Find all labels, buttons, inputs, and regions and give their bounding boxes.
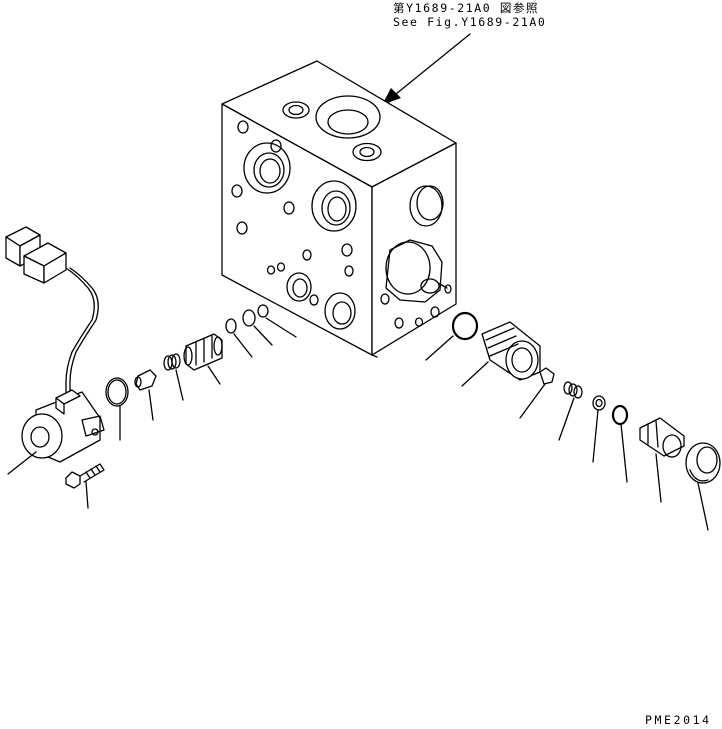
side-port-lower-left <box>286 272 312 302</box>
top-port-right <box>352 142 382 162</box>
solenoid <box>21 389 105 463</box>
right-face-plug <box>409 185 443 227</box>
washer-right <box>592 395 606 411</box>
side-port-upper-left <box>243 142 291 194</box>
spool-right <box>639 417 685 458</box>
o-ring-small-3 <box>257 304 269 318</box>
side-port-lower-right <box>324 292 356 330</box>
sleeve-right <box>481 321 541 381</box>
connector-with-harness <box>5 226 99 399</box>
figure-reference-english: See Fig.Y1689-21A0 <box>393 15 547 29</box>
valve-block <box>221 60 457 358</box>
o-ring-right-small <box>611 404 629 426</box>
o-ring-small-1 <box>225 318 237 334</box>
spool-left <box>183 333 223 371</box>
figure-reference-japanese: 第Y1689-21A0 図参照 <box>393 1 540 15</box>
top-port-small <box>282 101 310 119</box>
cap-right <box>685 442 721 484</box>
small-plug <box>134 369 157 391</box>
drawing-code: PME2014 <box>645 713 712 727</box>
reference-arrow <box>382 33 471 105</box>
valve-block-right-face <box>371 142 457 356</box>
leader-lines <box>7 317 709 531</box>
spring-right <box>563 381 583 399</box>
o-ring-left-large <box>105 377 129 407</box>
spring <box>163 353 181 371</box>
right-face-valve-housing <box>385 239 443 303</box>
mounting-bolt <box>65 463 105 489</box>
side-port-center <box>311 180 357 232</box>
bolt-hole <box>237 120 249 134</box>
poppet <box>539 367 555 385</box>
top-port-large <box>315 95 381 139</box>
o-ring-right-large <box>451 311 479 341</box>
o-ring-small-2 <box>242 309 256 327</box>
